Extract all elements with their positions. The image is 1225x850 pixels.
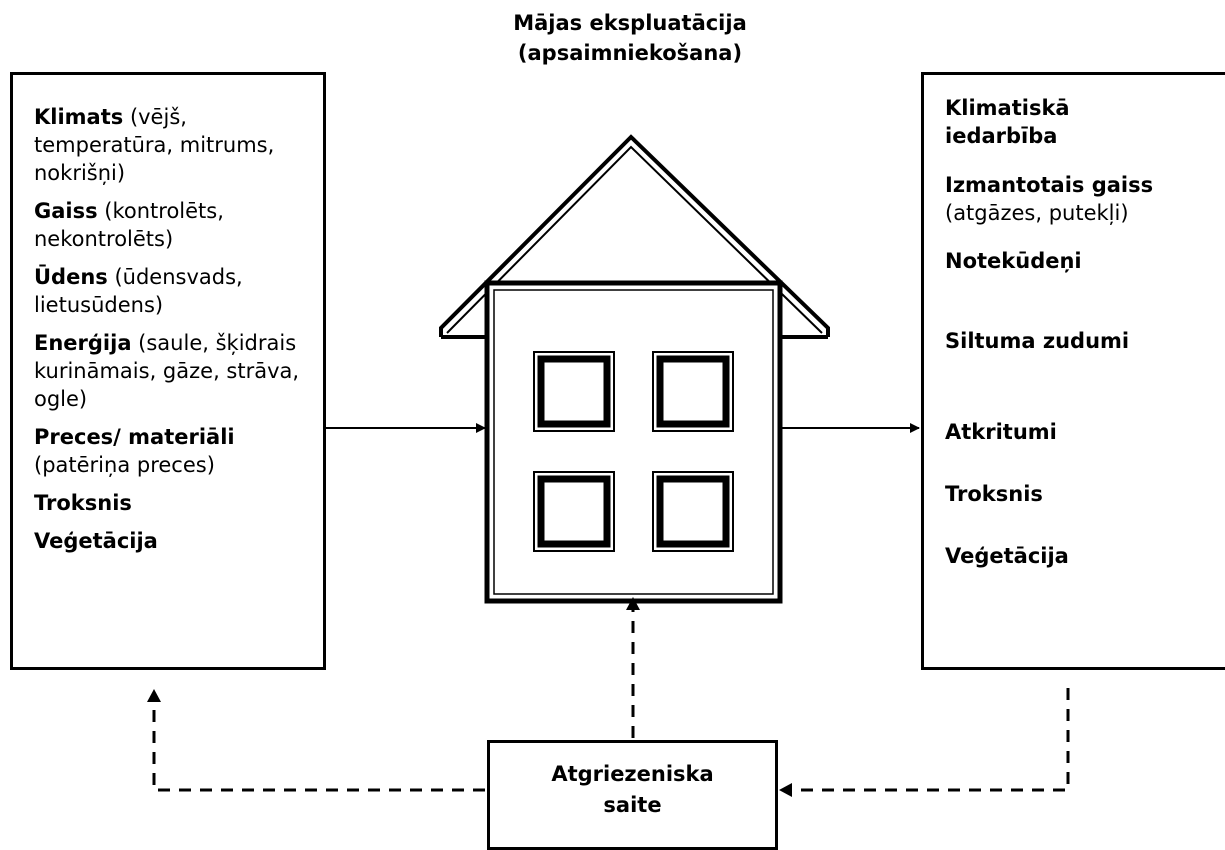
input-vegetation: Veģetācija [34,529,158,553]
input-water: Ūdens (ūdensvads, lietusūdens) [34,265,243,317]
outputs-to-feedback [790,688,1070,792]
inputs-box: Klimats (vējš, temperatūra, mitrums, nok… [10,72,326,670]
window-top-left [533,351,615,432]
input-climate: Klimats (vējš, temperatūra, mitrums, nok… [34,105,275,185]
window-bottom-right [652,471,734,552]
arrowhead-up-house [626,597,640,610]
input-goods: Preces/ materiāli (patēriņa preces) [34,425,235,477]
output-climate-impact: Klimatiskā iedarbība [945,96,1070,148]
outputs-box: Klimatiskā iedarbība Izmantotais gaiss (… [921,72,1225,670]
feedback-box: Atgriezeniska saite [487,740,778,850]
house-windows [533,351,734,552]
arrowhead-left-feedback [779,783,792,797]
input-air: Gaiss (kontrolēts, nekontrolēts) [34,199,224,251]
arrowhead-up-inputs [147,689,161,702]
window-bottom-left [533,471,615,552]
feedback-line-2: saite [603,793,662,817]
output-noise: Troksnis [945,482,1043,506]
feedback-arrowheads [147,597,792,797]
title-line-1: Mājas ekspluatācija [513,11,747,35]
output-heat-loss: Siltuma zudumi [945,329,1130,353]
house-body [484,280,783,604]
output-vegetation: Veģetācija [945,544,1069,568]
window-top-right [652,351,734,432]
diagram-title: Mājas ekspluatācija (apsaimniekošana) [380,8,880,68]
feedback-arrows [152,608,1070,792]
house-roof [439,134,830,339]
feedback-to-inputs [152,700,485,792]
feedback-line-1: Atgriezeniska [551,762,714,786]
output-wastewater: Notekūdeņi [945,249,1082,273]
output-used-air-detail: (atgāzes, putekļi) [945,201,1129,225]
title-line-2: (apsaimniekošana) [517,41,743,65]
input-noise: Troksnis [34,491,132,515]
output-used-air: Izmantotais gaiss [945,173,1154,197]
input-energy: Enerģija (saule, šķidrais kurināmais, gā… [34,331,300,411]
output-waste: Atkritumi [945,420,1057,444]
